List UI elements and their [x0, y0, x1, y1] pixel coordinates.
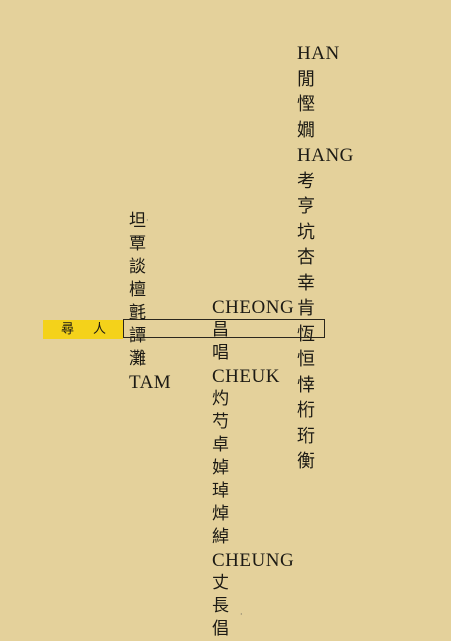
char: 灘 [129, 349, 146, 369]
char: 長 [212, 596, 229, 616]
romanization-cheuk: CHEUK [212, 366, 280, 387]
char: 恆 [297, 323, 315, 345]
char: 坦 [129, 211, 146, 231]
char: 閒 [297, 68, 315, 90]
char: 幸 [297, 272, 315, 294]
column-cheong: CHEONG 昌 唱 CHEUK 灼 芍 卓 婥 琸 焯 綽 CHEUNG 丈 … [212, 296, 294, 641]
char: 談 [129, 257, 146, 277]
char: 檀 [129, 280, 146, 300]
index-tab: 尋 人 [43, 320, 123, 339]
char: 琸 [212, 481, 229, 501]
char: 昌 [212, 320, 229, 340]
char: 卓 [212, 435, 229, 455]
char: 考 [297, 170, 315, 192]
char: 婥 [212, 458, 229, 478]
row-highlight-box [123, 319, 325, 338]
index-tab-char-1: 尋 [61, 322, 75, 337]
char: 綽 [212, 527, 229, 547]
char: 桁 [297, 400, 315, 421]
char: 譚 [129, 326, 146, 346]
char: 亨 [297, 196, 315, 217]
print-dot: · [146, 216, 149, 225]
romanization-hang: HANG [297, 145, 354, 166]
char: 慳 [297, 94, 315, 115]
char: 芍 [212, 412, 229, 432]
char: 唱 [212, 343, 229, 363]
char: 珩 [297, 425, 315, 447]
romanization-cheung: CHEUNG [212, 550, 295, 571]
char: 衡 [297, 451, 315, 472]
column-han: HAN 閒 慳 嫺 HANG 考 亨 坑 杏 幸 肯 恆 恒 悻 桁 珩 衡 [297, 41, 354, 475]
char: 坑 [297, 221, 315, 243]
print-dot: · [240, 610, 243, 619]
romanization-tam: TAM [129, 372, 172, 393]
char: 丈 [212, 573, 229, 593]
column-tam: 坦 覃 談 檀 氈 譚 灘 TAM [129, 210, 171, 394]
char: 悻 [297, 374, 315, 396]
char: 焯 [212, 504, 229, 524]
romanization-cheong: CHEONG [212, 297, 295, 318]
romanization-han: HAN [297, 43, 340, 64]
index-tab-char-2: 人 [93, 322, 107, 337]
char: 倡 [212, 619, 229, 639]
char: 覃 [129, 234, 146, 254]
char: 恒 [297, 349, 315, 370]
char: 氈 [129, 303, 146, 323]
char: 灼 [212, 389, 229, 409]
char: 肯 [297, 298, 315, 319]
char: 杏 [297, 247, 315, 268]
char: 嫺 [297, 119, 315, 141]
